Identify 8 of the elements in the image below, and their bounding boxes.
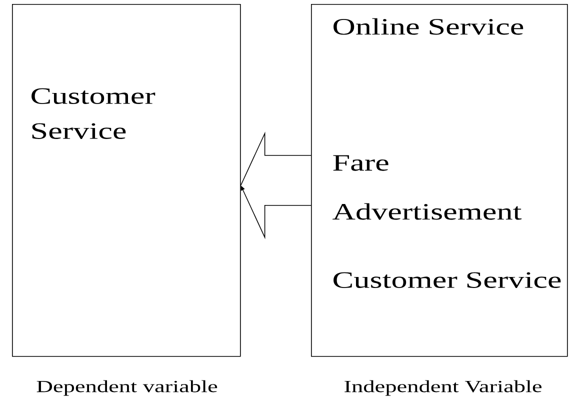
block-arrow: [240, 132, 312, 240]
variable-caption: Independent Variable: [344, 380, 542, 396]
variable-caption: Dependent variable: [36, 380, 218, 396]
box-text: Advertisement: [332, 203, 522, 220]
box-text: Fare: [333, 155, 388, 171]
box-text: Customer Service: [334, 272, 561, 288]
box-text: Online Service: [334, 18, 524, 35]
box-text: Customer Service: [32, 88, 156, 139]
